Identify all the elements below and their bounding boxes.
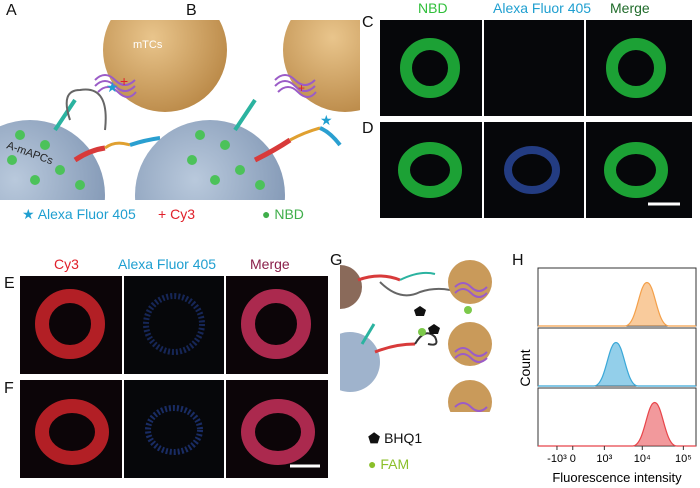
star-icon: ★ — [22, 206, 35, 222]
micro-f-alexa — [124, 380, 224, 478]
histogram-series-orange — [538, 281, 696, 327]
header-cy3: Cy3 — [54, 256, 79, 272]
svg-text:+: + — [298, 81, 305, 95]
micro-c-merge — [586, 20, 692, 116]
legend-bhq1: ⬟ BHQ1 — [368, 430, 423, 446]
legend-fam: ● FAM — [368, 456, 410, 472]
mtc-cell-a — [103, 20, 227, 112]
svg-text:★: ★ — [106, 79, 119, 95]
micro-f-cy3 — [20, 380, 122, 478]
cross-icon: + — [158, 206, 167, 222]
amapc-cell-b — [135, 120, 285, 200]
panel-label-d: D — [362, 120, 374, 137]
histogram-series-blue — [538, 341, 696, 387]
mtc-label-a: mTCs — [133, 39, 163, 51]
header-merge-ef: Merge — [250, 256, 290, 272]
dot-icon: ● — [262, 206, 271, 222]
histogram-series-red — [538, 401, 696, 447]
histogram-frame — [537, 387, 697, 447]
legend-cy3-top: + Cy3 — [158, 206, 195, 222]
x-tick-label: 10⁵ — [675, 453, 692, 465]
micro-c-alexa — [484, 20, 584, 116]
panel-label-c: C — [362, 14, 374, 31]
panel-label-a: A — [6, 2, 17, 19]
legend-nbd-top: ● NBD — [262, 206, 304, 222]
header-nbd: NBD — [418, 0, 448, 16]
micro-e-cy3 — [20, 276, 122, 374]
x-tick-label: 0 — [570, 453, 576, 465]
panel-label-b: B — [186, 2, 197, 19]
y-axis-label: Count — [517, 349, 533, 386]
dot-icon: ● — [368, 456, 377, 472]
panel-label-f: F — [4, 380, 14, 397]
x-axis-label: Fluorescence intensity — [552, 470, 682, 485]
x-tick-label: 10³ — [596, 453, 612, 465]
panel-label-e: E — [4, 275, 15, 292]
amapc-cell-a — [0, 120, 105, 200]
header-alexa-cd: Alexa Fluor 405 — [493, 0, 592, 16]
header-merge-cd: Merge — [610, 0, 650, 16]
x-tick-label: 10⁴ — [634, 453, 651, 465]
micro-e-merge — [226, 276, 328, 374]
pentagon-icon: ⬟ — [368, 430, 381, 446]
panel-label-h: H — [512, 252, 524, 269]
histogram-frame — [537, 267, 697, 327]
micro-e-alexa — [124, 276, 224, 374]
svg-text:★: ★ — [320, 112, 333, 128]
micro-d-merge — [586, 122, 692, 218]
panel-label-g: G — [330, 252, 343, 269]
header-alexa-ef: Alexa Fluor 405 — [118, 256, 217, 272]
micro-d-nbd — [380, 122, 482, 218]
micro-c-nbd — [380, 20, 482, 116]
schematic-ab: ★ + mTCs A-mAPCs + ★ — [0, 20, 360, 200]
x-tick-label: -10³ — [547, 453, 567, 465]
micro-d-alexa — [484, 122, 584, 218]
micro-f-merge — [226, 380, 328, 478]
schematic-g — [340, 260, 492, 412]
mtc-cell-b — [283, 20, 360, 112]
legend-alexa-top: ★ Alexa Fluor 405 — [22, 206, 136, 222]
svg-text:+: + — [120, 73, 128, 89]
